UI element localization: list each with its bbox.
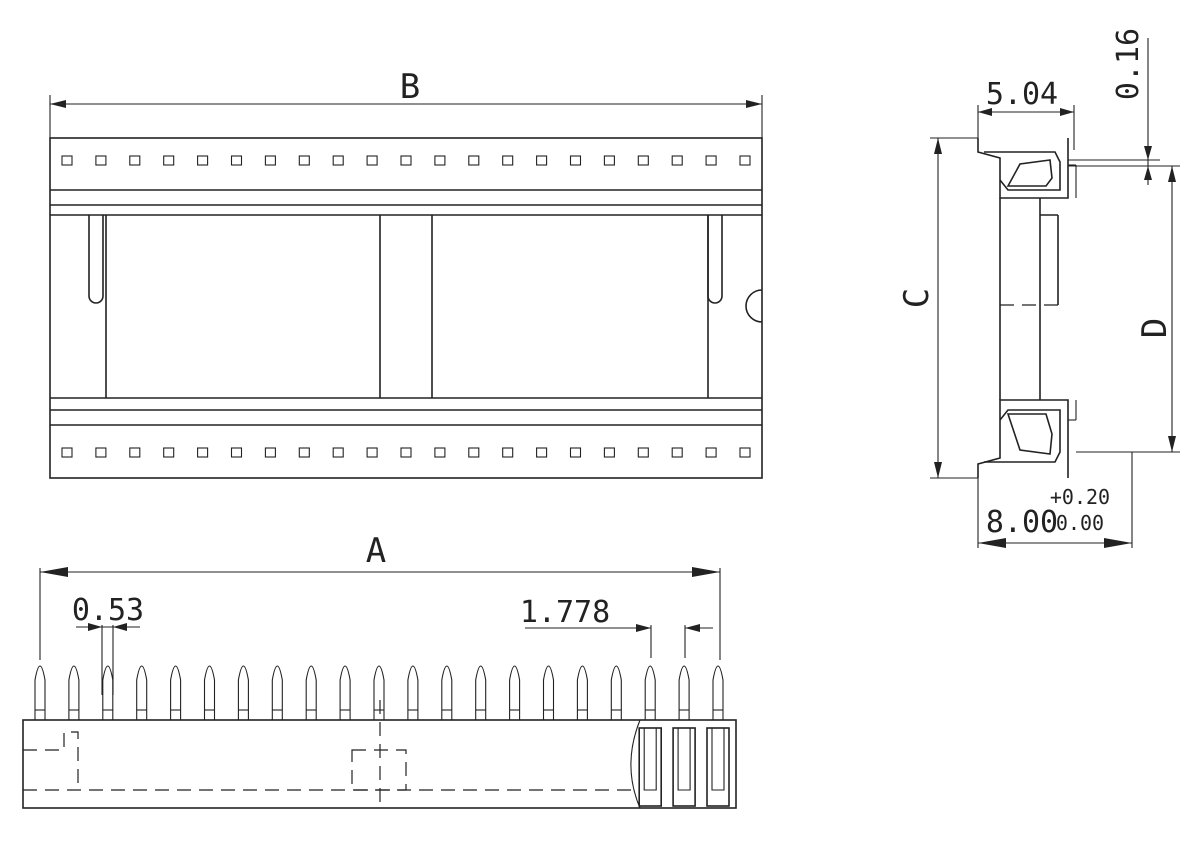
pin-contact bbox=[711, 728, 725, 791]
pin bbox=[136, 665, 148, 720]
pin bbox=[407, 665, 419, 720]
dimension-a: A bbox=[39, 531, 721, 660]
pin-hole bbox=[603, 447, 615, 458]
dimension-b: B bbox=[49, 67, 763, 138]
pin bbox=[102, 665, 114, 720]
pin bbox=[203, 665, 216, 720]
pin-hole bbox=[434, 155, 446, 166]
pin-cavity bbox=[706, 727, 730, 807]
pin-hole bbox=[366, 155, 378, 166]
front-view-body bbox=[22, 719, 737, 809]
dimension-row-spacing: 8.00 +0.20 0.00 bbox=[977, 452, 1133, 548]
dimension-c-label: C bbox=[897, 288, 937, 308]
pin bbox=[441, 665, 453, 720]
pin-hole bbox=[95, 155, 107, 166]
pin-hole bbox=[705, 155, 717, 166]
pin bbox=[509, 665, 521, 720]
dimension-d-label: D bbox=[1135, 318, 1175, 338]
pin-hole bbox=[536, 447, 548, 458]
pin-hole bbox=[61, 155, 73, 166]
pitch-value: 1.778 bbox=[520, 595, 610, 630]
pin bbox=[339, 665, 351, 720]
dimension-pitch: 1.778 bbox=[520, 595, 713, 658]
pin-hole bbox=[400, 447, 412, 458]
pin-hole bbox=[603, 155, 615, 166]
pin bbox=[610, 665, 622, 720]
pin-hole bbox=[230, 155, 243, 166]
pin-hole bbox=[739, 447, 751, 458]
pin bbox=[237, 665, 249, 720]
front-view: A 0.53 1.778 bbox=[22, 531, 737, 810]
pin-hole bbox=[468, 155, 480, 166]
pin-row bbox=[34, 665, 724, 720]
pin-hole bbox=[536, 155, 548, 166]
pin-contact bbox=[643, 728, 657, 791]
pin-hole bbox=[502, 155, 514, 166]
tolerance-minus: 0.00 bbox=[1056, 511, 1104, 535]
pin-hole bbox=[569, 447, 582, 458]
dimension-top-offset: 0.16 bbox=[1068, 28, 1180, 185]
pin bbox=[68, 665, 80, 720]
dimension-d: D bbox=[1076, 166, 1180, 453]
tolerance-plus: +0.20 bbox=[1050, 485, 1110, 509]
pin-hole bbox=[366, 447, 378, 458]
pin bbox=[576, 665, 588, 720]
pin-hole bbox=[332, 447, 344, 458]
pin-hole bbox=[400, 155, 412, 166]
pin bbox=[644, 665, 656, 720]
top-view: B bbox=[49, 67, 763, 479]
end-view: 5.04 0.16 C D bbox=[897, 28, 1180, 548]
pin-hole bbox=[298, 447, 310, 458]
pin bbox=[475, 665, 487, 720]
pin bbox=[678, 665, 690, 720]
pin-hole bbox=[61, 447, 73, 458]
pin-cavity bbox=[638, 727, 663, 807]
pin-hole bbox=[264, 155, 276, 166]
dimension-a-label: A bbox=[366, 531, 386, 571]
sectioned-pins bbox=[638, 727, 730, 807]
pin bbox=[373, 665, 385, 720]
side-width-value: 5.04 bbox=[986, 77, 1058, 112]
dimension-pin-width: 0.53 bbox=[72, 593, 144, 695]
pin-hole bbox=[502, 447, 514, 458]
pin-hole bbox=[739, 155, 751, 166]
top-pin-holes bbox=[61, 155, 751, 166]
row-spacing-value: 8.00 bbox=[986, 505, 1058, 540]
pin bbox=[271, 665, 283, 720]
pin-hole bbox=[129, 155, 141, 166]
top-offset-value: 0.16 bbox=[1111, 28, 1146, 100]
pin-hole bbox=[197, 155, 209, 166]
pin-hole bbox=[230, 447, 243, 458]
top-view-outline bbox=[49, 137, 763, 479]
dimension-c: C bbox=[897, 137, 978, 479]
dimension-b-label: B bbox=[400, 67, 420, 107]
dimension-side-width: 5.04 bbox=[977, 77, 1075, 150]
pin-hole bbox=[197, 447, 209, 458]
pin-hole bbox=[671, 155, 683, 166]
pin-hole bbox=[298, 155, 310, 166]
pin-hole bbox=[434, 447, 446, 458]
pin-hole bbox=[95, 447, 107, 458]
pin-hole bbox=[705, 447, 717, 458]
pin-hole bbox=[637, 447, 649, 458]
pin bbox=[170, 665, 182, 720]
pin-hole bbox=[637, 155, 649, 166]
pin-cavity bbox=[672, 727, 696, 807]
pin-hole bbox=[264, 447, 276, 458]
pin-width-value: 0.53 bbox=[72, 593, 144, 628]
pin bbox=[712, 665, 724, 720]
pin-hole bbox=[569, 155, 582, 166]
pin-hole bbox=[163, 155, 175, 166]
bottom-pin-holes bbox=[61, 447, 751, 458]
pin-hole bbox=[332, 155, 344, 166]
pin bbox=[305, 665, 317, 720]
pin-contact bbox=[677, 728, 691, 791]
pin-hole bbox=[129, 447, 141, 458]
pin-hole bbox=[163, 447, 175, 458]
pin bbox=[542, 665, 555, 720]
pin-hole bbox=[468, 447, 480, 458]
pin-hole bbox=[671, 447, 683, 458]
pin bbox=[34, 665, 46, 720]
